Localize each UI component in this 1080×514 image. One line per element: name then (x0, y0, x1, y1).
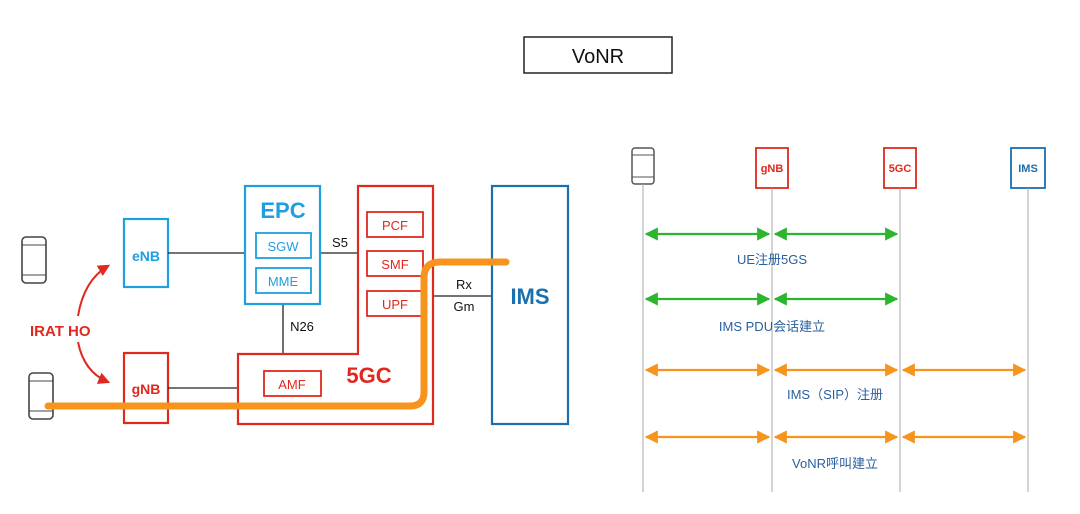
gnb-label: gNB (132, 381, 161, 397)
gm-label: Gm (454, 299, 475, 314)
core-5gc-outline (236, 184, 435, 426)
epc-label: EPC (260, 198, 305, 223)
seq-gnb-label: gNB (761, 163, 784, 175)
sgw-box (255, 232, 312, 259)
n26-label: N26 (290, 319, 314, 334)
msg2-label: IMS PDU会话建立 (719, 319, 825, 334)
title-text: VoNR (572, 46, 624, 68)
gnb-box (122, 351, 170, 425)
enb-box (122, 217, 170, 289)
ue-phone-icon (631, 147, 655, 185)
rx-label: Rx (456, 277, 472, 292)
ims-label: IMS (510, 284, 549, 309)
irat-arrow-down (77, 341, 111, 384)
upf-box (366, 290, 424, 317)
amf-box (263, 370, 322, 397)
msg3-label: IMS（SIP）注册 (787, 387, 883, 402)
amf-label: AMF (278, 377, 306, 392)
msg1-label: UE注册5GS (737, 252, 807, 267)
smf-label: SMF (381, 257, 409, 272)
pcf-box (366, 211, 424, 238)
irat-arrow-up (77, 264, 111, 317)
core-5gc-label: 5GC (346, 363, 391, 388)
seq-gnb-box (755, 147, 789, 189)
media-path (44, 258, 510, 410)
phone-icon (28, 372, 54, 420)
title-box: VoNR (523, 36, 673, 74)
mme-label: MME (268, 274, 299, 289)
seq-5gc-label: 5GC (889, 163, 912, 175)
mme-box (255, 267, 312, 294)
pcf-label: PCF (382, 218, 408, 233)
enb-label: eNB (132, 248, 160, 264)
smf-box (366, 250, 424, 277)
s5-label: S5 (332, 235, 348, 250)
msg4-label: VoNR呼叫建立 (792, 456, 878, 471)
irat-label: IRAT HO (30, 323, 91, 340)
sgw-label: SGW (267, 239, 299, 254)
phone-icon (21, 236, 47, 284)
upf-label: UPF (382, 297, 408, 312)
seq-ims-label: IMS (1018, 163, 1038, 175)
ims-box (490, 184, 570, 426)
